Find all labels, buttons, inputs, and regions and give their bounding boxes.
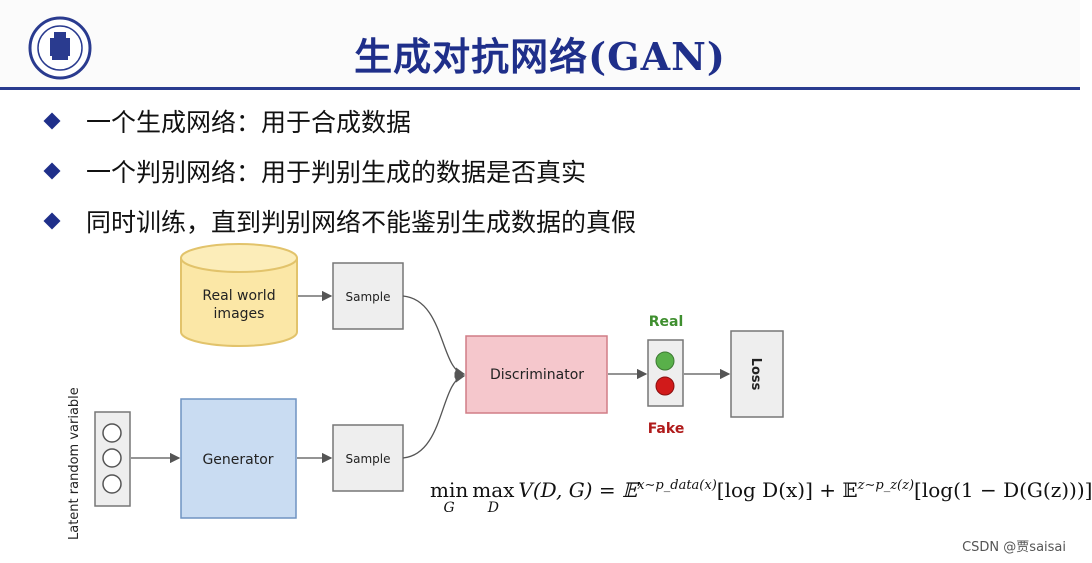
loss-label: Loss xyxy=(748,358,763,391)
formula-body: V(D, G) = 𝔼 xyxy=(518,478,638,502)
watermark: CSDN @贾saisai xyxy=(962,540,1066,555)
latent-node xyxy=(102,423,122,443)
bullet-item: 一个判别网络：用于判别生成的数据是否真实 xyxy=(42,146,636,196)
max-operator: max D xyxy=(472,478,515,516)
sample-box-top xyxy=(332,262,404,330)
formula-term: [log(1 − D(G(z)))] xyxy=(914,478,1092,502)
real-light-icon xyxy=(655,351,675,371)
bullet-item: 同时训练，直到判别网络不能鉴别生成数据的真假 xyxy=(42,196,636,246)
real-images-label: Real world xyxy=(202,288,275,304)
title-divider xyxy=(0,87,1080,90)
sample-box-bottom xyxy=(332,424,404,492)
fake-light-icon xyxy=(655,376,675,396)
bullet-item: 一个生成网络：用于合成数据 xyxy=(42,96,636,146)
gan-objective-formula: min G max D V(D, G) = 𝔼 x∼p_data(x) [log… xyxy=(430,478,1092,516)
latent-variable-label: Latent random variable xyxy=(67,387,82,540)
real-images-database: Real world images xyxy=(180,243,298,347)
sample-bottom-label: Sample xyxy=(346,452,391,466)
arrow xyxy=(402,372,466,459)
formula-subscript: x∼p_data(x) xyxy=(637,478,717,493)
page-title: 生成对抗网络(GAN) xyxy=(354,34,726,79)
real-images-label: images xyxy=(214,306,265,322)
generator-label: Generator xyxy=(202,452,273,468)
latent-node xyxy=(102,474,122,494)
bullet-text: 一个判别网络：用于判别生成的数据是否真实 xyxy=(86,158,587,187)
loss-box xyxy=(730,330,784,418)
discriminator-box xyxy=(465,335,608,414)
min-operator: min G xyxy=(430,478,469,516)
real-fake-indicator xyxy=(647,339,684,407)
formula-subscript: z∼p_z(z) xyxy=(857,478,915,493)
formula-term: [log D(x)] + 𝔼 xyxy=(716,478,858,502)
latent-node xyxy=(102,448,122,468)
bullet-text: 同时训练，直到判别网络不能鉴别生成数据的真假 xyxy=(86,208,637,237)
fake-label: Fake xyxy=(648,421,685,437)
discriminator-label: Discriminator xyxy=(490,367,584,383)
bullet-list: 一个生成网络：用于合成数据 一个判别网络：用于判别生成的数据是否真实 同时训练，… xyxy=(42,96,636,246)
slide-header: 生成对抗网络(GAN) xyxy=(0,0,1080,88)
university-logo-icon xyxy=(28,16,92,80)
sample-top-label: Sample xyxy=(346,290,391,304)
bullet-text: 一个生成网络：用于合成数据 xyxy=(86,108,412,137)
generator-box xyxy=(180,398,297,519)
arrow xyxy=(402,295,466,378)
real-label: Real xyxy=(649,314,684,330)
